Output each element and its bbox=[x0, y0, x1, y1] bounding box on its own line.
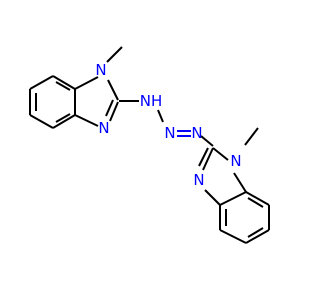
upper-imidazole-ring bbox=[74, 76, 119, 127]
triazene-linker bbox=[119, 100, 214, 147]
upper-benzene-ring bbox=[29, 75, 76, 129]
lower-imidazole-ring bbox=[198, 147, 247, 206]
n-azo-b-label: N bbox=[191, 124, 202, 142]
upper-methyl-bond bbox=[106, 46, 123, 63]
lower-methyl-bond bbox=[244, 127, 259, 146]
n-imine-bottom-label: N bbox=[193, 171, 204, 189]
n-methyl-bottom-label: N bbox=[230, 152, 241, 170]
nh-linker-label: NH bbox=[140, 92, 163, 110]
molecule-structure-diagram: N N NH N N N N bbox=[29, 46, 270, 244]
n-methyl-top-label: N bbox=[95, 61, 106, 79]
n-azo-a-label: N bbox=[164, 124, 175, 142]
n-imine-top-label: N bbox=[98, 119, 109, 137]
lower-benzene-ring bbox=[219, 191, 270, 244]
